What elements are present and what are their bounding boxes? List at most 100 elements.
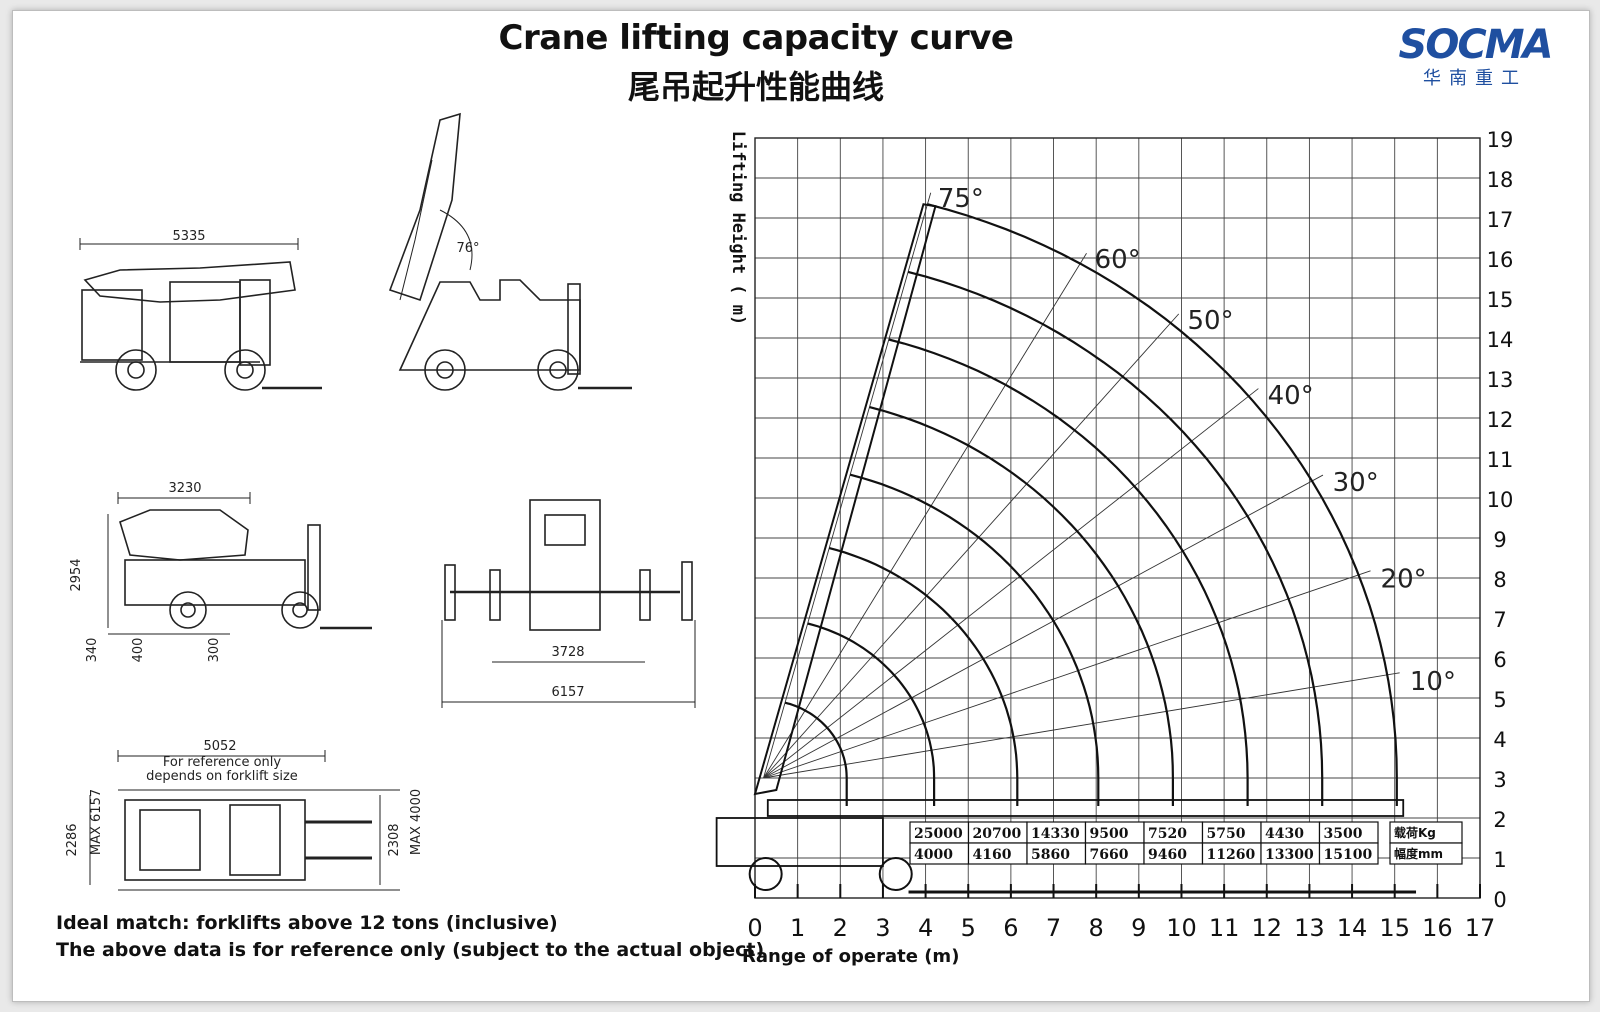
range-value: 4000 — [914, 847, 953, 863]
capacity-arc — [849, 473, 1100, 806]
note-line-1: Ideal match: forklifts above 12 tons (in… — [56, 912, 558, 934]
range-cell — [1318, 842, 1379, 865]
y-tick-label: 0 — [1493, 888, 1506, 912]
angle-label: 60° — [1095, 245, 1141, 275]
load-value: 14330 — [1031, 826, 1080, 842]
y-axis-label: Lifting Height ( m) — [728, 131, 748, 325]
page-title: Crane lifting capacity curve 尾吊起升性能曲线 — [0, 18, 1512, 108]
dim-top-left1: 2286 — [65, 823, 80, 856]
dim-front-height: 2954 — [69, 558, 84, 591]
capacity-arc — [828, 547, 1019, 806]
x-tick-label: 12 — [1251, 914, 1282, 942]
top-note-line1: For reference only — [163, 755, 281, 770]
outrigger-view-drawing — [441, 499, 696, 708]
dim-outrigger-inner: 3728 — [551, 645, 584, 660]
x-tick-label: 11 — [1209, 914, 1240, 942]
angle-ray — [763, 672, 1400, 779]
x-tick-label: 5 — [961, 914, 976, 942]
range-label-cell — [1389, 842, 1463, 865]
angle-ray — [763, 313, 1180, 779]
y-tick-label: 8 — [1493, 568, 1506, 592]
y-tick-label: 2 — [1493, 808, 1506, 832]
note-line-2: The above data is for reference only (su… — [56, 939, 765, 961]
y-tick-label: 3 — [1493, 768, 1506, 792]
angle-ray — [763, 192, 932, 779]
y-tick-label: 7 — [1493, 608, 1506, 632]
y-tick-label: 4 — [1493, 728, 1506, 752]
range-value: 15100 — [1324, 847, 1373, 863]
capacity-arc — [869, 406, 1174, 806]
x-axis-label: Range of operate (m) — [742, 946, 959, 967]
x-tick-label: 7 — [1046, 914, 1061, 942]
load-value: 7520 — [1148, 826, 1187, 842]
range-label: 幅度mm — [1394, 846, 1443, 861]
title-english: Crane lifting capacity curve — [498, 18, 1014, 58]
load-label: 载荷Kg — [1394, 825, 1436, 840]
angle-ray — [763, 570, 1371, 779]
y-tick-label: 1 — [1493, 848, 1506, 872]
x-tick-label: 17 — [1465, 914, 1496, 942]
top-note-line2: depends on forklift size — [146, 769, 298, 784]
angle-label: 50° — [1187, 306, 1233, 336]
dim-top-left2: MAX 6157 — [89, 789, 104, 855]
range-value: 4160 — [973, 847, 1012, 863]
y-tick-label: 11 — [1487, 448, 1514, 472]
capacity-arc — [807, 622, 936, 806]
y-tick-label: 19 — [1487, 128, 1514, 152]
angle-ray — [763, 474, 1324, 779]
x-tick-label: 8 — [1089, 914, 1104, 942]
x-tick-label: 15 — [1379, 914, 1410, 942]
x-tick-label: 10 — [1166, 914, 1197, 942]
angle-label: 10° — [1410, 667, 1456, 697]
capacity-arc — [784, 701, 848, 806]
angle-label: 20° — [1381, 564, 1427, 594]
capacity-arc — [927, 203, 1398, 806]
angle-ray — [763, 388, 1259, 779]
capacity-arc — [888, 338, 1249, 806]
load-value: 5750 — [1207, 826, 1246, 842]
angle-label: 30° — [1333, 468, 1379, 498]
x-tick-label: 4 — [918, 914, 933, 942]
y-tick-label: 13 — [1487, 368, 1514, 392]
x-tick-label: 13 — [1294, 914, 1325, 942]
vehicle-wheel-rear — [878, 857, 913, 891]
y-tick-label: 15 — [1487, 288, 1514, 312]
brand-logo: SOCMA 华南重工 — [1390, 22, 1560, 90]
y-tick-label: 16 — [1487, 248, 1514, 272]
dim-top-right2: MAX 4000 — [409, 789, 424, 855]
y-tick-label: 12 — [1487, 408, 1514, 432]
dim-front-c: 300 — [207, 638, 222, 663]
dim-boom-angle: 76° — [456, 241, 479, 256]
x-tick-label: 0 — [747, 914, 762, 942]
angle-ray — [763, 253, 1087, 779]
x-tick-label: 2 — [833, 914, 848, 942]
load-value: 20700 — [973, 826, 1022, 842]
capacity-arc — [907, 270, 1324, 806]
y-tick-label: 10 — [1487, 488, 1514, 512]
x-tick-label: 6 — [1003, 914, 1018, 942]
dim-top-right1: 2308 — [387, 823, 402, 856]
dim-top-length: 5052 — [203, 739, 236, 754]
title-chinese: 尾吊起升性能曲线 — [627, 68, 884, 106]
x-tick-label: 1 — [790, 914, 805, 942]
load-value: 25000 — [914, 826, 963, 842]
vehicle-wheel-front — [748, 857, 783, 891]
y-tick-label: 9 — [1493, 528, 1506, 552]
boom-raised-drawing — [388, 112, 632, 391]
dim-outrigger-outer: 6157 — [551, 685, 584, 700]
load-value: 3500 — [1324, 826, 1363, 842]
plot-frame — [754, 137, 1481, 899]
vehicle-body — [715, 817, 884, 867]
x-tick-label: 9 — [1131, 914, 1146, 942]
dim-front-width: 3230 — [168, 481, 201, 496]
load-value: 9500 — [1090, 826, 1129, 842]
y-tick-label: 5 — [1493, 688, 1506, 712]
side-view-drawing — [79, 238, 322, 391]
brand-name-chinese: 华南重工 — [1423, 68, 1527, 89]
brand-name: SOCMA — [1398, 22, 1554, 68]
dim-side-length: 5335 — [172, 229, 205, 244]
boom-outline — [753, 203, 937, 796]
angle-label: 40° — [1268, 381, 1314, 411]
dim-front-b: 400 — [131, 638, 146, 663]
load-value: 4430 — [1265, 826, 1304, 842]
